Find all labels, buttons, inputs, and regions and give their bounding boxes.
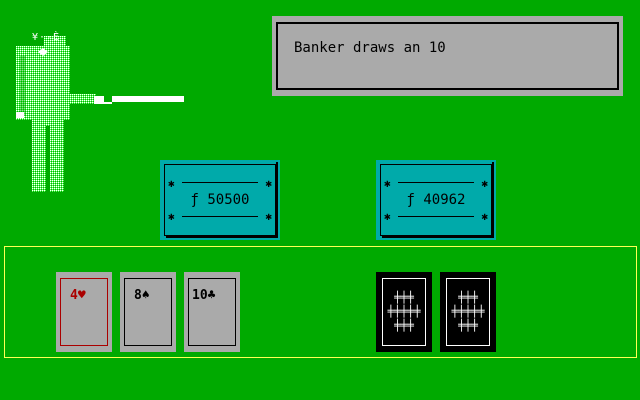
divider-left	[4, 246, 5, 358]
banker-figure-icon	[16, 36, 184, 192]
asterisk-icon: ✱	[384, 177, 391, 190]
card-label: 8♠	[134, 288, 150, 303]
message-box: Banker draws an 10	[272, 16, 623, 96]
banker-card-back[interactable]: ╪╪╪ ╪╪╪╪╪ ╪╪╪	[440, 272, 496, 352]
banker-figure: ¥··È	[14, 26, 186, 196]
message-box-frame	[276, 22, 619, 90]
card-back-pattern-icon: ╪╪╪	[394, 291, 414, 304]
card-back-pattern-icon: ╪╪╪╪╪	[451, 305, 485, 318]
divider-horizontal	[4, 246, 637, 247]
card-face	[60, 278, 108, 346]
banker-face: ¥··È	[32, 32, 61, 43]
note-shadow	[166, 162, 278, 238]
player-card[interactable]: 8♠	[120, 272, 176, 352]
card-label: 10♣	[192, 288, 216, 303]
asterisk-icon: ✱	[265, 210, 272, 223]
asterisk-icon: ✱	[384, 210, 391, 223]
note-amount: ƒ 50500	[190, 192, 250, 208]
note-amount: ƒ 40962	[406, 192, 466, 208]
asterisk-icon: ✱	[168, 210, 175, 223]
card-back-frame	[446, 278, 490, 346]
banker-card-back[interactable]: ╪╪╪ ╪╪╪╪╪ ╪╪╪	[376, 272, 432, 352]
card-back-pattern-icon: ╪╪╪	[394, 319, 414, 332]
bank-note[interactable]: ✱ ✱ ✱ ✱ ƒ 50500	[160, 160, 280, 240]
divider-right	[636, 246, 637, 358]
note-line	[182, 182, 258, 183]
card-back-pattern-icon: ╪╪╪	[458, 319, 478, 332]
card-face	[124, 278, 172, 346]
note-frame	[164, 164, 276, 236]
asterisk-icon: ✱	[481, 177, 488, 190]
note-shadow	[382, 162, 494, 238]
player-card[interactable]: 10♣	[184, 272, 240, 352]
note-frame	[380, 164, 492, 236]
card-back-frame	[382, 278, 426, 346]
note-line	[182, 216, 258, 217]
card-back-pattern-icon: ╪╪╪	[458, 291, 478, 304]
player-card[interactable]: 4♥	[56, 272, 112, 352]
asterisk-icon: ✱	[168, 177, 175, 190]
note-line	[398, 182, 474, 183]
card-back-pattern-icon: ╪╪╪╪╪	[387, 305, 421, 318]
card-label: 4♥	[70, 288, 86, 303]
bank-note[interactable]: ✱ ✱ ✱ ✱ ƒ 40962	[376, 160, 496, 240]
asterisk-icon: ✱	[265, 177, 272, 190]
note-line	[398, 216, 474, 217]
message-text: Banker draws an 10	[294, 40, 446, 56]
asterisk-icon: ✱	[481, 210, 488, 223]
divider-bottom	[4, 357, 637, 358]
card-face	[188, 278, 236, 346]
